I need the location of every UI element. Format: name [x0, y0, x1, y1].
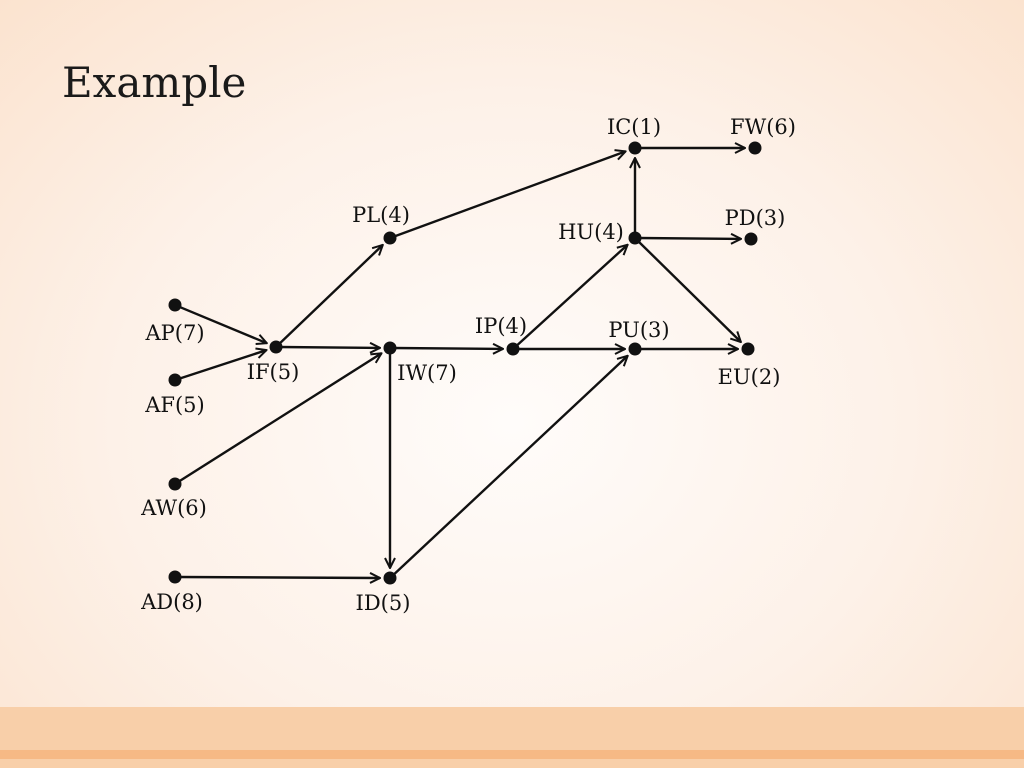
node-pd	[744, 232, 758, 246]
nodes-layer	[168, 141, 762, 585]
node-label-ip: IP(4)	[475, 314, 527, 338]
edge-pl-ic	[392, 151, 626, 239]
node-aw	[168, 477, 182, 491]
node-label-ap: AP(7)	[144, 321, 204, 345]
edge-if-pl	[277, 245, 383, 346]
node-ip	[506, 342, 520, 356]
edge-af-if	[177, 350, 267, 381]
edge-if-iw	[278, 347, 380, 348]
edge-hu-pd	[637, 238, 741, 239]
node-label-iw: IW(7)	[397, 361, 457, 385]
node-label-id: ID(5)	[356, 591, 411, 615]
footer-stripe	[0, 750, 1024, 759]
labels-layer: IC(1) FW(6) PL(4) HU(4) PD(3) AP(7) IF(5) IW(7)…	[140, 115, 796, 615]
edge-ip-hu	[514, 245, 627, 348]
node-label-hu: HU(4)	[558, 220, 624, 244]
node-if	[269, 340, 283, 354]
node-label-pu: PU(3)	[608, 318, 669, 342]
node-eu	[741, 342, 755, 356]
node-ap	[168, 298, 182, 312]
node-iw	[383, 341, 397, 355]
node-ic	[628, 141, 642, 155]
edge-aw-iw	[176, 353, 382, 484]
node-id	[383, 571, 397, 585]
edge-id-pu	[391, 356, 628, 577]
edge-ad-id	[177, 577, 380, 578]
edges-layer	[176, 148, 746, 578]
node-label-af: AF(5)	[144, 393, 204, 417]
edge-hu-eu	[636, 239, 741, 342]
edge-ap-if	[177, 305, 267, 343]
node-pu	[628, 342, 642, 356]
node-label-pd: PD(3)	[725, 206, 786, 230]
node-label-ad: AD(8)	[140, 590, 203, 614]
slide-title: Example	[62, 58, 247, 107]
node-af	[168, 373, 182, 387]
node-label-fw: FW(6)	[730, 115, 796, 139]
node-hu	[628, 231, 642, 245]
node-label-ic: IC(1)	[607, 115, 661, 139]
edge-iw-ip	[392, 348, 503, 349]
node-label-pl: PL(4)	[352, 203, 410, 227]
node-pl	[383, 231, 397, 245]
node-label-if: IF(5)	[247, 360, 300, 384]
node-fw	[748, 141, 762, 155]
node-ad	[168, 570, 182, 584]
node-label-aw: AW(6)	[140, 496, 207, 520]
node-label-eu: EU(2)	[718, 365, 781, 389]
